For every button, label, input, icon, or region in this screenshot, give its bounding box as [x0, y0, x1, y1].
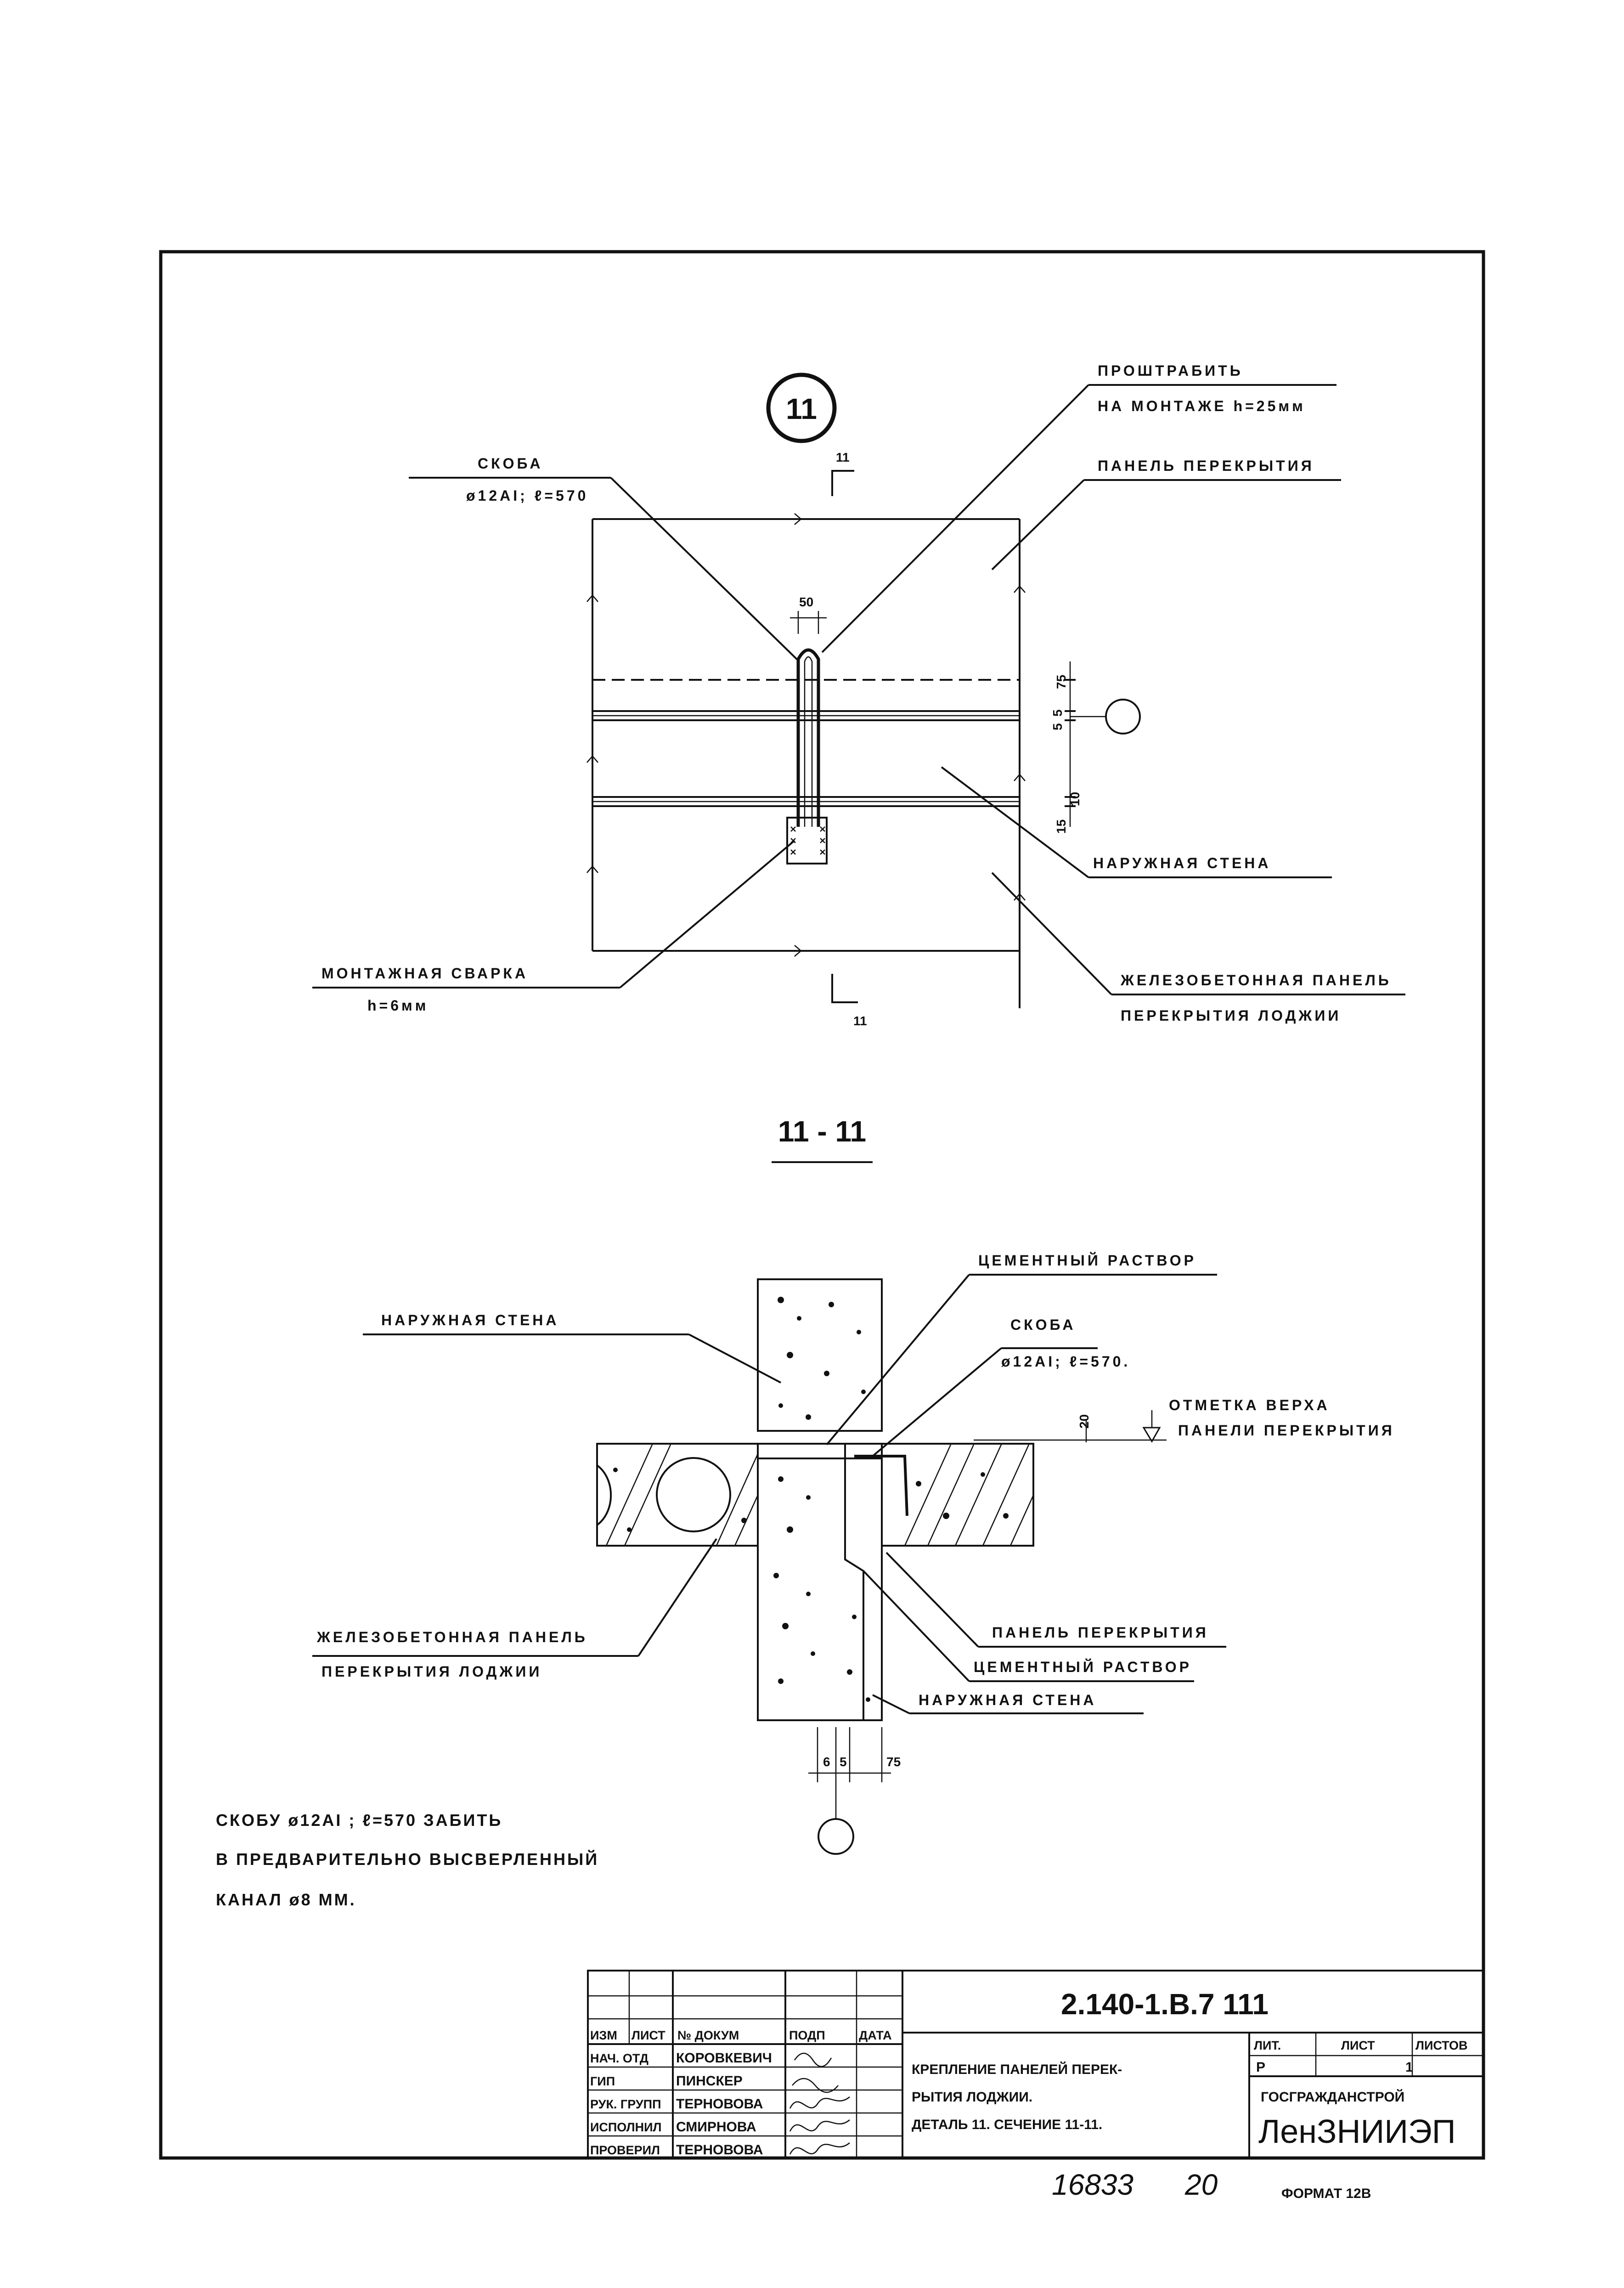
label-rc-panel-1: ЖЕЛЕЗОБЕТОННАЯ ПАНЕЛЬ: [1120, 972, 1392, 989]
label-cement-top: ЦЕМЕНТНЫЙ РАСТВОР: [978, 1252, 1196, 1269]
leader-rc: [991, 872, 1112, 995]
stage: Р: [1256, 2060, 1265, 2075]
label-outer-wall-top: НАРУЖНАЯ СТЕНА: [381, 1312, 559, 1328]
sheet-number: 1: [1405, 2060, 1413, 2075]
desc-line-2: РЫТИЯ ЛОДЖИИ.: [912, 2090, 1032, 2105]
label-bracket-1: СКОБА: [478, 455, 543, 472]
row1-role: НАЧ. ОТД: [590, 2051, 648, 2065]
label-rc-sec-2: ПЕРЕКРЫТИЯ ЛОДЖИИ: [321, 1663, 542, 1680]
dim-5b: 5: [1050, 709, 1065, 717]
leader-bracket: [610, 477, 800, 662]
detail-marker-circle: [766, 373, 837, 443]
break-marks: [586, 513, 1026, 957]
section-cut-bottom: [831, 974, 858, 1003]
archive-number: 16833: [1052, 2168, 1133, 2201]
note-line-1: СКОБУ ø12AI ; ℓ=570 ЗАБИТЬ: [216, 1811, 502, 1830]
bracket-u-inner: [804, 656, 813, 827]
panel-hatch: [605, 1444, 1034, 1546]
dim-20: 20: [1077, 1414, 1091, 1429]
leader-wall: [941, 766, 1089, 878]
axis-bubble-top: [1105, 699, 1141, 734]
label-rc-panel-2: ПЕРЕКРЫТИЯ ЛОДЖИИ: [1121, 1007, 1341, 1024]
section-title: 11 - 11: [778, 1115, 866, 1148]
dim-10: 10: [1068, 792, 1082, 806]
dim-6: 6: [823, 1755, 830, 1769]
installation-note: СКОБУ ø12AI ; ℓ=570 ЗАБИТЬ В ПРЕДВАРИТЕЛ…: [216, 1811, 599, 1909]
upper-wall: [757, 1278, 883, 1432]
label-outer-wall-bottom: НАРУЖНАЯ СТЕНА: [919, 1692, 1097, 1708]
leader-floor: [991, 479, 1085, 571]
elevation-mark: [1142, 1427, 1161, 1443]
row2-role: ГИП: [590, 2074, 615, 2088]
org-1: ГОСГРАЖДАНСТРОЙ: [1261, 2089, 1404, 2105]
label-bracket-2: ø12AI; ℓ=570: [466, 487, 588, 504]
axis-bubble-bottom: [818, 1818, 854, 1855]
format-label: ФОРМАТ 12В: [1281, 2186, 1371, 2201]
leader-grout: [821, 384, 1089, 653]
joint-line: [844, 1444, 864, 1720]
weld-box: [786, 817, 828, 864]
row2-name: ПИНСКЕР: [676, 2073, 743, 2089]
dim-5: 5: [840, 1755, 847, 1769]
label-floor-panel: ПАНЕЛЬ ПЕРЕКРЫТИЯ: [1098, 458, 1314, 474]
row5-role: ПРОВЕРИЛ: [590, 2143, 660, 2157]
bracket-u-outer: [796, 648, 820, 827]
sheet-frame: [159, 250, 1485, 2160]
hdr-sheets: ЛИСТОВ: [1415, 2039, 1468, 2052]
title-block: ИЗМ ЛИСТ № ДОКУМ ПОДП ДАТА НАЧ. ОТД КОРО…: [587, 1970, 1484, 2159]
row4-role: ИСПОЛНИЛ: [590, 2120, 661, 2134]
signature-marks: [789, 2052, 850, 2155]
label-grout-1: ПРОШТРАБИТЬ: [1098, 362, 1243, 379]
plan-view: 11 11 11 50 75 5 5 10: [312, 362, 1405, 1028]
label-grout-2: НА МОНТАЖЕ h=25мм: [1098, 398, 1306, 414]
dim-75b: 75: [886, 1755, 901, 1769]
row4-name: СМИРНОВА: [676, 2119, 756, 2135]
note-line-2: В ПРЕДВАРИТЕЛЬНО ВЫСВЕРЛЕННЫЙ: [216, 1849, 599, 1869]
row5-name: ТЕРНОВОВА: [676, 2142, 763, 2158]
section-cut-top: [831, 470, 854, 496]
hdr-doc: № ДОКУМ: [677, 2028, 739, 2042]
hdr-sheet: ЛИСТ: [1341, 2039, 1375, 2052]
floor-panel-section: [881, 1443, 1034, 1547]
hdr-sign: ПОДП: [789, 2028, 825, 2042]
leader-weld: [619, 840, 795, 989]
section-cut-top-label: 11: [836, 450, 850, 464]
concrete-texture: [613, 1297, 1009, 1702]
footer-sheet: 20: [1184, 2168, 1218, 2201]
label-outer-wall: НАРУЖНАЯ СТЕНА: [1093, 855, 1271, 871]
label-floor-sec: ПАНЕЛЬ ПЕРЕКРЫТИЯ: [992, 1624, 1209, 1641]
hdr-date: ДАТА: [859, 2028, 892, 2042]
hdr-lit: ЛИТ.: [1254, 2039, 1281, 2052]
detail-marker-number: 11: [786, 392, 817, 425]
weld-marks: [790, 826, 825, 855]
row1-name: КОРОВКЕВИЧ: [676, 2051, 772, 2066]
section-cut-bottom-label: 11: [853, 1014, 867, 1028]
panel-void: [656, 1457, 731, 1532]
org-2: ЛенЗНИИЭП: [1258, 2113, 1456, 2150]
row3-name: ТЕРНОВОВА: [676, 2096, 763, 2112]
note-line-3: КАНАЛ ø8 ММ.: [216, 1890, 356, 1909]
doc-code: 2.140-1.В.7 111: [1061, 1988, 1269, 2021]
dim-15: 15: [1054, 819, 1068, 834]
label-bracket-sec-2: ø12AI; ℓ=570.: [1001, 1353, 1130, 1370]
row3-role: РУК. ГРУПП: [590, 2097, 661, 2111]
dim-50: 50: [799, 595, 813, 609]
dim-5a: 5: [1050, 723, 1065, 730]
dim-75: 75: [1054, 675, 1068, 689]
label-elev-2: ПАНЕЛИ ПЕРЕКРЫТИЯ: [1178, 1422, 1395, 1439]
desc-line-1: КРЕПЛЕНИЕ ПАНЕЛЕЙ ПЕРЕК-: [912, 2062, 1122, 2077]
hdr-izm: ИЗМ: [590, 2028, 617, 2042]
hdr-list: ЛИСТ: [632, 2028, 665, 2042]
label-weld-1: МОНТАЖНАЯ СВАРКА: [321, 965, 528, 982]
label-elev-1: ОТМЕТКА ВЕРХА: [1169, 1397, 1330, 1413]
section-view: 11 - 11: [312, 1115, 1395, 1855]
desc-line-3: ДЕТАЛЬ 11. СЕЧЕНИЕ 11-11.: [912, 2117, 1102, 2132]
label-cement-bottom: ЦЕМЕНТНЫЙ РАСТВОР: [974, 1659, 1192, 1675]
label-bracket-sec-1: СКОБА: [1010, 1316, 1076, 1333]
label-rc-sec-1: ЖЕЛЕЗОБЕТОННАЯ ПАНЕЛЬ: [316, 1629, 588, 1645]
loggia-panel: [596, 1443, 759, 1547]
section-bracket: [854, 1455, 908, 1516]
label-weld-2: h=6мм: [367, 997, 429, 1014]
